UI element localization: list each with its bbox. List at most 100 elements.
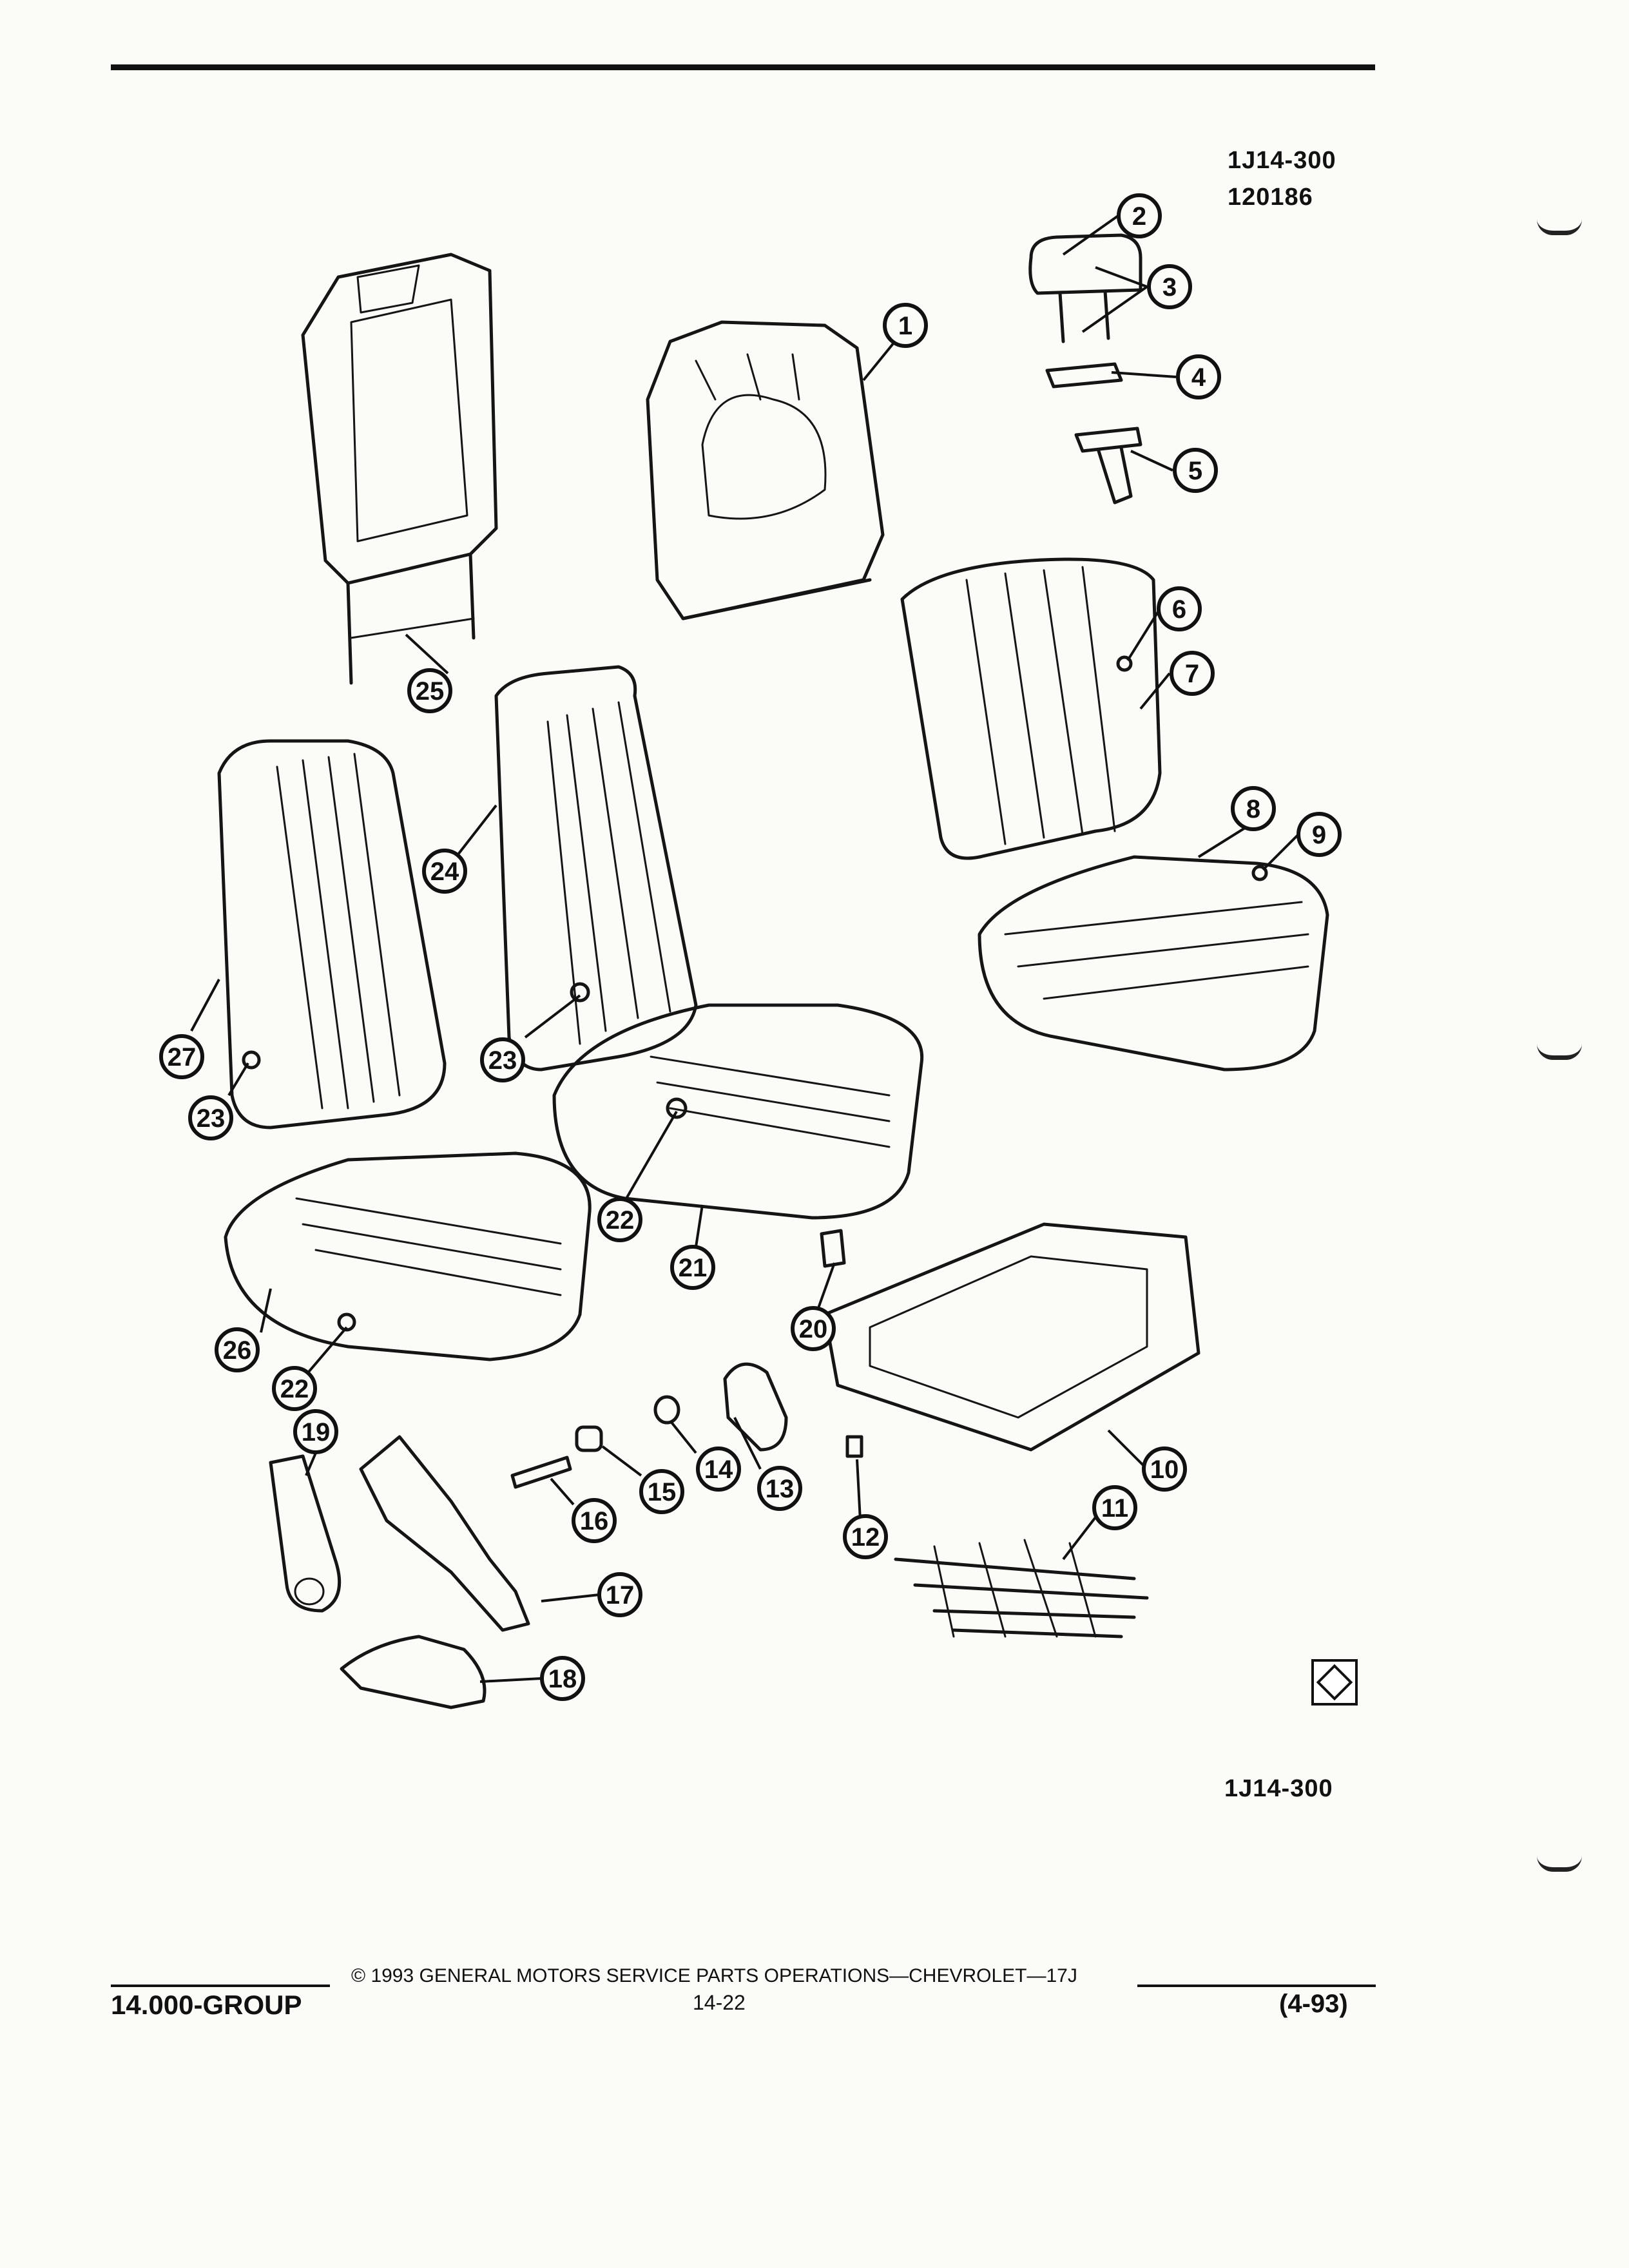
part-recliner-handle-19 bbox=[269, 1454, 342, 1613]
callout-22: 22 bbox=[597, 1197, 642, 1242]
illustration-number: 120186 bbox=[1228, 184, 1313, 211]
callout-label: 11 bbox=[1101, 1494, 1128, 1523]
callout-2: 2 bbox=[1117, 193, 1162, 238]
part-fastener-6 bbox=[1116, 655, 1133, 672]
callout-label: 3 bbox=[1162, 273, 1177, 302]
footer-page-number: 14-22 bbox=[693, 1991, 746, 2014]
callout-label: 22 bbox=[280, 1375, 309, 1403]
callout-label: 17 bbox=[606, 1581, 635, 1610]
callout-9: 9 bbox=[1296, 812, 1342, 857]
callout-label: 12 bbox=[851, 1523, 880, 1552]
callout-18: 18 bbox=[540, 1656, 585, 1701]
part-hinge-17 bbox=[359, 1435, 530, 1632]
callout-23: 23 bbox=[480, 1037, 525, 1082]
callout-4: 4 bbox=[1176, 354, 1221, 399]
callout-25: 25 bbox=[407, 668, 452, 713]
callout-8: 8 bbox=[1231, 786, 1276, 831]
callout-label: 13 bbox=[766, 1475, 795, 1503]
callout-label: 7 bbox=[1185, 660, 1199, 688]
callout-label: 6 bbox=[1172, 595, 1186, 624]
callout-7: 7 bbox=[1170, 651, 1215, 696]
callout-label: 1 bbox=[898, 312, 912, 340]
footer-copyright: © 1993 GENERAL MOTORS SERVICE PARTS OPER… bbox=[351, 1965, 1077, 1986]
callout-label: 14 bbox=[704, 1456, 733, 1484]
callout-label: 4 bbox=[1191, 363, 1206, 392]
part-bolt-16 bbox=[510, 1456, 572, 1489]
callout-label: 18 bbox=[548, 1665, 577, 1693]
callout-label: 2 bbox=[1132, 202, 1146, 231]
part-washer-14 bbox=[653, 1395, 680, 1425]
part-seat-back-cushion-7 bbox=[900, 557, 1162, 860]
part-seat-back-frame-25 bbox=[301, 253, 498, 685]
part-seat-back-cushion-24 bbox=[494, 665, 698, 1072]
callout-26: 26 bbox=[215, 1327, 260, 1372]
callout-12: 12 bbox=[843, 1514, 888, 1559]
callout-label: 26 bbox=[223, 1336, 252, 1365]
footer-rule-left bbox=[111, 1984, 330, 1987]
callout-21: 21 bbox=[670, 1245, 715, 1290]
callout-16: 16 bbox=[572, 1498, 617, 1543]
callout-5: 5 bbox=[1173, 448, 1218, 493]
callout-27: 27 bbox=[159, 1034, 204, 1079]
callout-19: 19 bbox=[293, 1409, 338, 1454]
callout-label: 15 bbox=[648, 1478, 677, 1506]
part-seat-cushion-26 bbox=[224, 1151, 592, 1361]
callout-13: 13 bbox=[757, 1466, 802, 1511]
part-headrest-2 bbox=[1028, 233, 1142, 343]
callout-label: 23 bbox=[488, 1046, 517, 1075]
part-fastener-22-upper bbox=[666, 1097, 688, 1119]
gm-parts-logo-icon bbox=[1311, 1659, 1358, 1706]
callout-17: 17 bbox=[597, 1572, 642, 1617]
part-guide-5 bbox=[1074, 427, 1142, 505]
footer-revision: (4-93) bbox=[1279, 1990, 1348, 2018]
callout-label: 20 bbox=[799, 1315, 828, 1343]
callout-label: 10 bbox=[1150, 1456, 1179, 1484]
part-fastener-9 bbox=[1251, 865, 1268, 881]
leader-lines bbox=[190, 215, 1300, 1683]
callout-label: 19 bbox=[302, 1418, 331, 1446]
callout-6: 6 bbox=[1157, 586, 1202, 631]
callout-label: 16 bbox=[580, 1507, 609, 1535]
callout-24: 24 bbox=[422, 849, 467, 894]
part-cover-18 bbox=[340, 1635, 487, 1709]
margin-binding-mark bbox=[1537, 1856, 1582, 1872]
part-bushing-15 bbox=[575, 1425, 603, 1452]
part-seat-frame-10 bbox=[823, 1222, 1200, 1452]
part-seat-back-cushion-27 bbox=[217, 739, 447, 1129]
part-spring-assembly-11 bbox=[894, 1539, 1149, 1639]
callout-label: 27 bbox=[168, 1043, 197, 1072]
footer-group: 14.000-GROUP bbox=[111, 1990, 302, 2020]
part-guide-4 bbox=[1045, 362, 1123, 389]
footer-rule-right bbox=[1137, 1984, 1376, 1987]
part-fastener-23-middle bbox=[570, 982, 590, 1003]
top-rule bbox=[111, 64, 1375, 70]
callout-label: 5 bbox=[1188, 457, 1202, 485]
callout-10: 10 bbox=[1142, 1446, 1187, 1492]
figure-code: 1J14-300 bbox=[1228, 147, 1336, 174]
callout-14: 14 bbox=[696, 1446, 741, 1492]
part-clip-20 bbox=[820, 1229, 846, 1268]
part-seat-cushion-21 bbox=[552, 1003, 924, 1220]
part-fastener-23-left bbox=[242, 1050, 261, 1070]
callout-22: 22 bbox=[272, 1366, 317, 1411]
callout-label: 23 bbox=[197, 1104, 226, 1133]
callout-label: 21 bbox=[679, 1254, 708, 1282]
callout-label: 22 bbox=[606, 1206, 635, 1235]
part-seat-cushion-8 bbox=[978, 855, 1329, 1072]
callout-label: 24 bbox=[430, 858, 459, 886]
callout-23: 23 bbox=[188, 1095, 233, 1140]
figure-code-bottom: 1J14-300 bbox=[1224, 1775, 1333, 1802]
callout-label: 25 bbox=[416, 677, 445, 706]
margin-binding-mark bbox=[1537, 1044, 1582, 1060]
callout-label: 8 bbox=[1246, 795, 1260, 823]
callout-1: 1 bbox=[883, 303, 928, 348]
margin-binding-mark bbox=[1537, 219, 1582, 235]
part-clip-12 bbox=[845, 1435, 863, 1458]
callout-3: 3 bbox=[1147, 264, 1192, 309]
part-fastener-22-lower bbox=[337, 1312, 356, 1332]
callout-15: 15 bbox=[639, 1469, 684, 1514]
callout-11: 11 bbox=[1092, 1485, 1137, 1530]
part-bracket-13 bbox=[723, 1362, 788, 1452]
part-seat-back-frame-1 bbox=[646, 320, 885, 620]
